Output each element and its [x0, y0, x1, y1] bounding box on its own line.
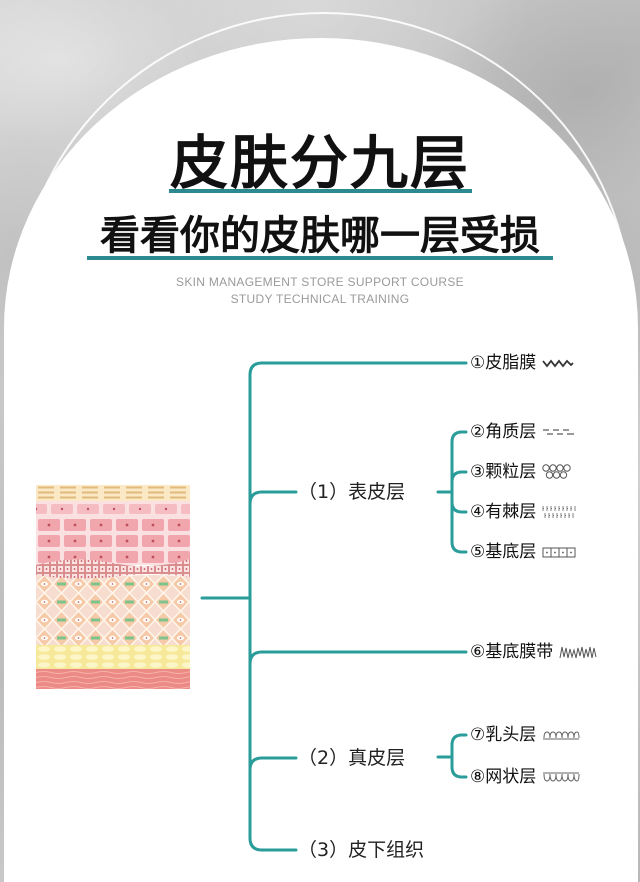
wave-icon [542, 359, 574, 368]
circles-icon [542, 464, 571, 479]
title-underline [169, 189, 472, 193]
papillae-icon [543, 731, 580, 740]
leaf-stratum-spinosum: ④有棘层 [470, 502, 578, 522]
skin-cross-section-illustration [36, 485, 190, 689]
spines-icon [542, 506, 576, 518]
boxes-icon [542, 547, 576, 558]
subtitle-underline [87, 256, 553, 260]
leaf-label: ①皮脂膜 [470, 353, 537, 373]
leaf-label: ④有棘层 [470, 502, 537, 522]
leaf-stratum-corneum: ②角质层 [470, 422, 576, 442]
page-title: 皮肤分九层 [169, 129, 470, 197]
page-subtitle: 看看你的皮肤哪一层受损 [100, 212, 540, 259]
zigzag-icon [559, 646, 597, 659]
leaf-label: ③颗粒层 [470, 462, 537, 482]
leaf-basement-membrane: ⑥基底膜带 [470, 642, 599, 662]
leaf-stratum-granulosum: ③颗粒层 [470, 462, 574, 482]
leaf-label: ⑤基底层 [470, 542, 537, 562]
reticular-icon [543, 772, 580, 782]
leaf-label: ⑦乳头层 [470, 725, 537, 745]
leaf-label: ⑧网状层 [470, 767, 537, 787]
branch-dermis: （2）真皮层 [298, 747, 406, 769]
english-caption-1: SKIN MANAGEMENT STORE SUPPORT COURSE [176, 275, 464, 289]
english-caption-2: STUDY TECHNICAL TRAINING [230, 292, 410, 306]
leaf-papillary-layer: ⑦乳头层 [470, 725, 580, 745]
branch-subcutaneous: （3）皮下组织 [298, 839, 425, 861]
leaf-reticular-layer: ⑧网状层 [470, 767, 580, 787]
leaf-stratum-basale: ⑤基底层 [470, 542, 576, 562]
dashes-icon [543, 429, 575, 435]
branch-epidermis: （1）表皮层 [298, 481, 406, 503]
leaf-label: ⑥基底膜带 [470, 642, 554, 662]
leaf-sebum-film: ①皮脂膜 [470, 353, 574, 373]
leaf-label: ②角质层 [470, 422, 537, 442]
white-arch-panel [4, 38, 638, 882]
